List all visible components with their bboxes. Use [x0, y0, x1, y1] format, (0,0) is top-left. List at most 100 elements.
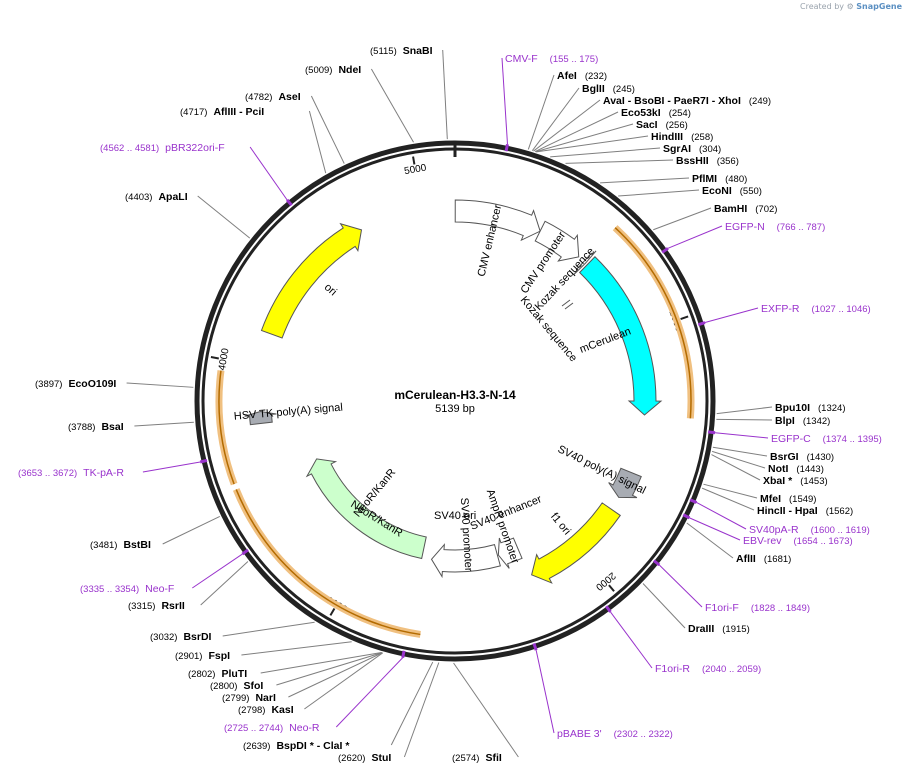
svg-text:EcoNI(550): EcoNI(550) [702, 185, 762, 197]
orf-line-1 [235, 489, 421, 636]
site-avai-bsobi-paer7i-xhoi: AvaI - BsoBI - PaeR7I - XhoI(249) [533, 95, 771, 152]
svg-text:(4562 .. 4581)pBR322ori-F: (4562 .. 4581)pBR322ori-F [100, 142, 225, 154]
tick-label-2000: 2000 [593, 570, 617, 593]
svg-text:EGFP-N(766 .. 787): EGFP-N(766 .. 787) [725, 221, 825, 233]
svg-text:(5009)NdeI: (5009)NdeI [305, 64, 361, 76]
feature-mcerulean [578, 256, 663, 416]
site-pluti: (2802)PluTI [188, 651, 382, 680]
svg-text:(3481)BstBI: (3481)BstBI [90, 539, 151, 551]
site-snabi: (5115)SnaBI [370, 45, 448, 140]
feature-label-f1-ori: f1 ori [548, 511, 573, 538]
svg-text:SacI(256): SacI(256) [636, 119, 688, 131]
backbone-outer [194, 140, 716, 662]
feature-neor-kanr [305, 458, 427, 560]
svg-text:HincII - HpaI(1562): HincII - HpaI(1562) [757, 505, 853, 517]
svg-text:(3315)RsrII: (3315)RsrII [128, 600, 185, 612]
svg-text:(2725 .. 2744)Neo-R: (2725 .. 2744)Neo-R [224, 722, 320, 734]
tick-label-5000: 5000 [403, 163, 427, 178]
primer-exfp-r: EXFP-R(1027 .. 1046) [697, 303, 871, 327]
primer-ebv-rev: EBV-rev(1654 .. 1673) [682, 513, 853, 547]
svg-text:PflMI(480): PflMI(480) [692, 173, 747, 185]
svg-text:(5115)SnaBI: (5115)SnaBI [370, 45, 433, 57]
sv40-ori-label: SV40 ori [434, 510, 476, 522]
svg-text:XbaI *(1453): XbaI *(1453) [763, 475, 828, 487]
site-asei: (4782)AseI [245, 91, 345, 164]
svg-text:BlpI(1342): BlpI(1342) [775, 415, 830, 427]
watermark-prefix: Created by [800, 2, 845, 11]
feature-kozak-sequence [573, 250, 597, 275]
site-fspi: (2901)FspI [175, 641, 352, 662]
svg-text:BssHII(356): BssHII(356) [676, 155, 739, 167]
primer-sv40pa-r: SV40pA-R(1600 .. 1619) [689, 498, 870, 536]
site-pflmi: PflMI(480) [600, 173, 747, 185]
orf-line-2 [218, 370, 235, 485]
kozak-inner-marker [561, 299, 574, 310]
site-xbai: XbaI *(1453) [711, 454, 828, 487]
svg-text:SV40pA-R(1600 .. 1619): SV40pA-R(1600 .. 1619) [749, 524, 870, 536]
svg-text:(3788)BsaI: (3788)BsaI [68, 421, 124, 433]
primer-neo-r: (2725 .. 2744)Neo-R [224, 650, 406, 734]
svg-text:(2799)NarI: (2799)NarI [222, 692, 276, 704]
watermark-brand: SnapGene [856, 2, 902, 11]
site-hindiii: HindIII(258) [536, 131, 713, 153]
svg-text:(3335 .. 3354)Neo-F: (3335 .. 3354)Neo-F [80, 583, 174, 595]
tick-label-4000: 4000 [217, 347, 232, 371]
svg-text:F1ori-R(2040 .. 2059): F1ori-R(2040 .. 2059) [655, 663, 761, 675]
site-apali: (4403)ApaLI [125, 191, 251, 239]
svg-text:(2798)KasI: (2798)KasI [238, 704, 294, 716]
svg-text:Eco53kI(254): Eco53kI(254) [621, 107, 691, 119]
feature-label-ori: ori [322, 281, 339, 298]
site-bstbi: (3481)BstBI [90, 516, 221, 551]
svg-text:AfeI(232): AfeI(232) [557, 70, 607, 82]
primers: CMV-F(155 .. 175) (4562 .. 4581)pBR322ori… [18, 53, 882, 740]
primer-f1ori-r: F1ori-R(2040 .. 2059) [605, 605, 761, 675]
site-bspdi-clai: (2639)BspDI * - ClaI * [243, 661, 434, 752]
feature-label-sv40-promoter: SV40 promoter [458, 497, 474, 572]
orf-arcs [215, 225, 695, 638]
site-bglii: BglII(245) [531, 83, 635, 151]
site-mfei: MfeI(1549) [703, 483, 816, 505]
site-draiii: DraIII(1915) [642, 583, 750, 635]
svg-text:(3032)BsrDI: (3032)BsrDI [150, 631, 212, 643]
primer-pbr322ori-f: (4562 .. 4581)pBR322ori-F [100, 142, 293, 207]
site-sgrai: SgrAI(304) [550, 143, 721, 158]
svg-text:BamHI(702): BamHI(702) [714, 203, 777, 215]
primer-egfp-n: EGFP-N(766 .. 787) [661, 221, 825, 254]
orf-line-0 [614, 227, 692, 419]
svg-text:SgrAI(304): SgrAI(304) [663, 143, 721, 155]
primer-cmv-f: CMV-F(155 .. 175) [501, 53, 598, 152]
site-hincii-hpai: HincII - HpaI(1562) [701, 487, 853, 517]
orf-band-1 [232, 488, 421, 638]
primer-egfp-c: EGFP-C(1374 .. 1395) [707, 430, 882, 445]
tick-1000 [680, 315, 689, 321]
feature-sv40-promoter [430, 543, 501, 579]
site-rsrii: (3315)RsrII [128, 561, 249, 612]
site-saci: SacI(256) [535, 119, 688, 153]
svg-text:AflII(1681): AflII(1681) [736, 553, 791, 565]
svg-text:(4403)ApaLI: (4403)ApaLI [125, 191, 188, 203]
site-stui: (2620)StuI [338, 662, 440, 764]
svg-text:MfeI(1549): MfeI(1549) [760, 493, 816, 505]
svg-text:(2901)FspI: (2901)FspI [175, 650, 230, 662]
svg-text:pBABE 3'(2302 .. 2322): pBABE 3'(2302 .. 2322) [557, 728, 673, 740]
svg-text:(2620)StuI: (2620)StuI [338, 752, 391, 764]
site-bamhi: BamHI(702) [653, 203, 777, 231]
svg-text:HindIII(258): HindIII(258) [651, 131, 713, 143]
site-blpi: BlpI(1342) [716, 415, 830, 427]
site-bsai: (3788)BsaI [68, 421, 194, 433]
tick-4000 [210, 356, 219, 360]
tick-5000 [412, 156, 416, 165]
svg-text:BsrGI(1430): BsrGI(1430) [770, 451, 834, 463]
feature-label-hsv-tk-poly-a-signal: HSV TK poly(A) signal [233, 402, 343, 423]
svg-text:(4782)AseI: (4782)AseI [245, 91, 301, 103]
site-ndei: (5009)NdeI [305, 64, 414, 143]
site-bsrgi: BsrGI(1430) [712, 446, 834, 463]
site-afliii-pcii: (4717)AflIII - PciI [180, 106, 327, 174]
svg-text:DraIII(1915): DraIII(1915) [688, 623, 750, 635]
feature-ori [260, 222, 363, 339]
plasmid-name: mCerulean-H3.3-N-14 [394, 388, 516, 402]
plasmid-length: 5139 bp [435, 403, 475, 415]
svg-text:EGFP-C(1374 .. 1395): EGFP-C(1374 .. 1395) [771, 433, 882, 445]
